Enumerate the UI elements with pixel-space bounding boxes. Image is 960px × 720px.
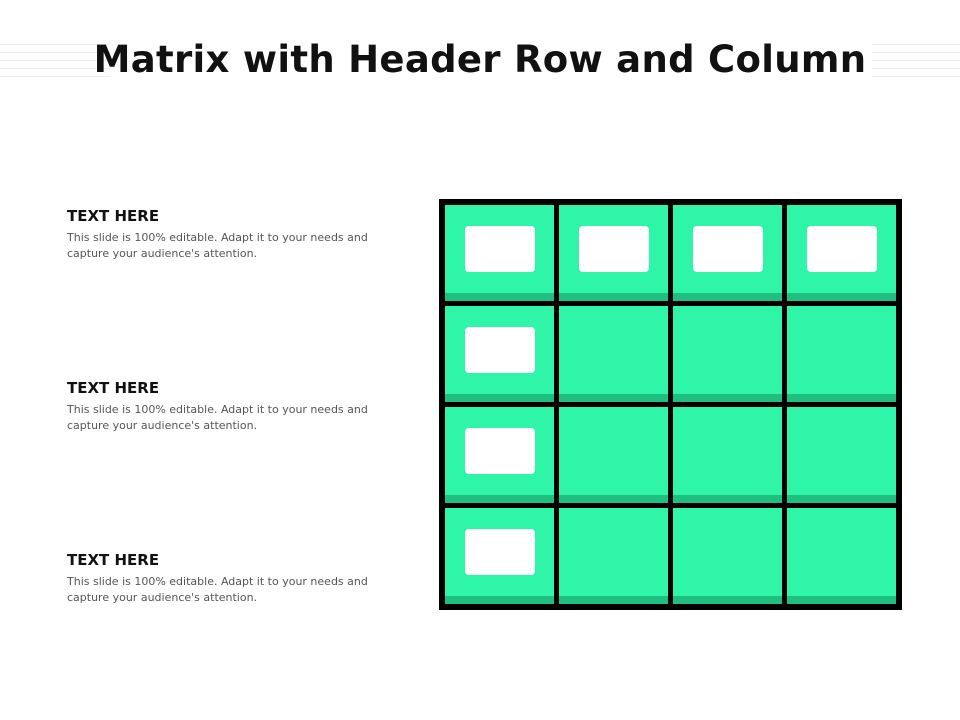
matrix-cell-r2-c2 [559,306,668,402]
matrix-cell-r1-c4 [787,205,896,301]
title-decoration-left [0,44,110,78]
text-block-heading: TEXT HERE [67,207,160,225]
matrix-cell-r4-c4 [787,508,896,604]
matrix-cell-r3-c2 [559,407,668,503]
cell-shade [559,293,668,301]
text-block-heading: TEXT HERE [67,551,160,569]
header-label-box [464,529,535,575]
cell-shade [673,394,782,402]
cell-shade [673,495,782,503]
text-block-body: This slide is 100% editable. Adapt it to… [67,403,368,432]
text-block-heading: TEXT HERE [67,379,160,397]
title-decoration-right [872,44,960,78]
matrix-cell-r2-c3 [673,306,782,402]
matrix-cell-r3-c4 [787,407,896,503]
header-label-box [578,226,649,272]
cell-shade [787,394,896,402]
text-block-1: TEXT HERE This slide is 100% editable. A… [67,207,387,262]
header-label-box [464,428,535,474]
matrix-cell-r4-c1 [445,508,554,604]
cell-shade [445,293,554,301]
cell-shade [559,596,668,604]
text-block-body: This slide is 100% editable. Adapt it to… [67,575,368,604]
cell-shade [673,596,782,604]
matrix-cell-r4-c3 [673,508,782,604]
cell-shade [445,596,554,604]
cell-shade [787,495,896,503]
text-block-3: TEXT HERE This slide is 100% editable. A… [67,551,387,606]
matrix-cell-r3-c1 [445,407,554,503]
slide-title: Matrix with Header Row and Column [93,38,867,81]
cell-shade [445,394,554,402]
matrix-cell-r2-c1 [445,306,554,402]
matrix-cell-r1-c1 [445,205,554,301]
cell-shade [787,293,896,301]
cell-shade [445,495,554,503]
matrix-cell-r1-c3 [673,205,782,301]
cell-shade [787,596,896,604]
matrix-cell-r1-c2 [559,205,668,301]
header-label-box [806,226,877,272]
header-label-box [692,226,763,272]
text-block-2: TEXT HERE This slide is 100% editable. A… [67,379,387,434]
text-block-body: This slide is 100% editable. Adapt it to… [67,231,368,260]
matrix-cell-r2-c4 [787,306,896,402]
matrix-cell-r4-c2 [559,508,668,604]
matrix-grid [439,199,902,610]
header-label-box [464,327,535,373]
matrix-cell-r3-c3 [673,407,782,503]
header-label-box [464,226,535,272]
cell-shade [559,495,668,503]
cell-shade [673,293,782,301]
cell-shade [559,394,668,402]
